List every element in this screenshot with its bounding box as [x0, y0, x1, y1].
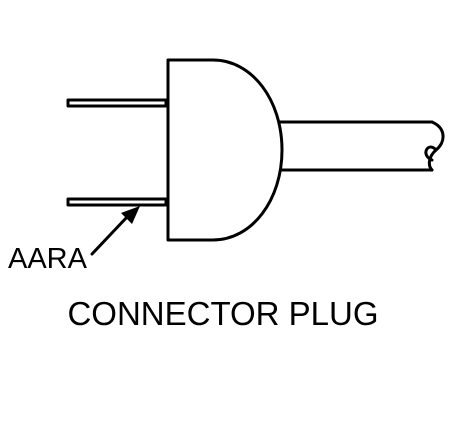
- lower-prong: [66, 197, 168, 207]
- upper-prong: [66, 98, 168, 108]
- callout-arrow: [90, 206, 140, 256]
- callout-label: AARA: [8, 243, 88, 275]
- diagram-caption: CONNECTOR PLUG: [67, 295, 378, 332]
- plug-body: [166, 58, 284, 242]
- cord: [272, 120, 445, 172]
